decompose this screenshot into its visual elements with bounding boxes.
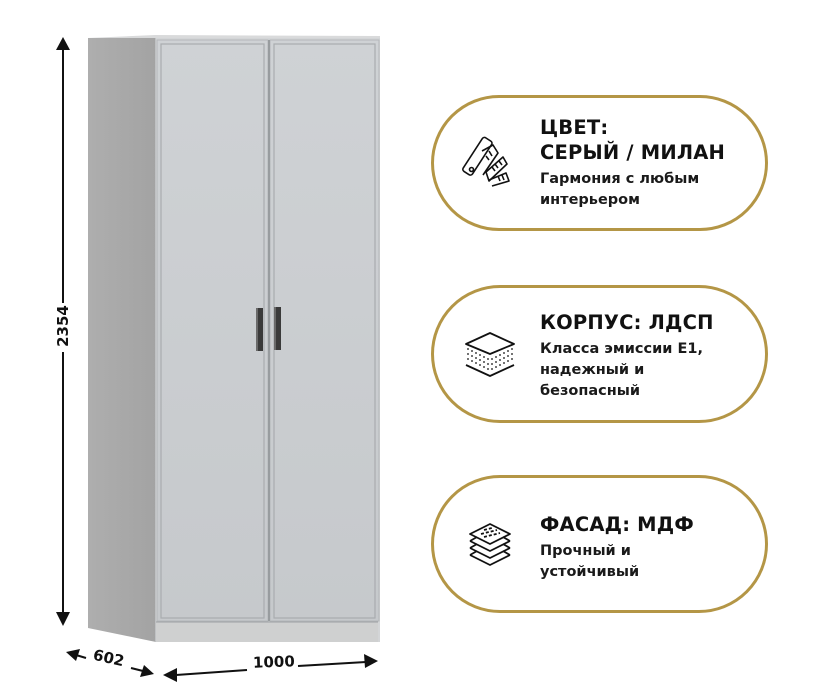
feature-desc-line: Класса эмиссии E1, (540, 341, 703, 357)
wardrobe-top-edge (88, 35, 380, 38)
right-door-handle (276, 307, 281, 350)
height-arrow (56, 37, 70, 626)
wardrobe-drawing (88, 35, 380, 642)
feature-desc: Класса эмиссии E1, надежный и безопасный (540, 339, 755, 402)
feature-desc: Гармония с любым интерьером (540, 169, 755, 211)
left-door-handle (258, 308, 263, 351)
bottom-dimensions (0, 630, 420, 700)
feature-desc-line: безопасный (540, 383, 641, 399)
left-door (156, 39, 269, 622)
feature-title-line: ЦВЕТ: (540, 116, 609, 139)
feature-card-body: КОРПУС: ЛДСП Класса эмиссии E1, надежный… (431, 285, 768, 423)
feature-card-facade: ФАСАД: МДФ Прочный и устойчивый (431, 475, 768, 613)
feature-desc-line: устойчивый (540, 564, 640, 580)
feature-desc-line: интерьером (540, 192, 640, 208)
stacked-sheets-icon (462, 516, 518, 572)
feature-title: КОРПУС: ЛДСП (540, 311, 714, 334)
wardrobe-illustration (88, 35, 380, 642)
feature-title-line: СЕРЫЙ / МИЛАН (540, 141, 726, 164)
bottom-arrows (66, 649, 378, 682)
feature-desc-line: надежный и (540, 362, 645, 378)
color-swatch-fan-icon (462, 131, 518, 187)
height-label: 2354 (54, 303, 72, 349)
feature-desc-line: Прочный и (540, 543, 631, 559)
wardrobe-plinth (155, 622, 378, 642)
feature-desc: Прочный и устойчивый (540, 541, 755, 583)
feature-desc-line: Гармония с любым (540, 171, 700, 187)
width-label: 1000 (252, 652, 296, 672)
feature-card-color: ЦВЕТ: СЕРЫЙ / МИЛАН Гармония с любым инт… (431, 95, 768, 231)
height-dimension (0, 0, 90, 700)
wardrobe-side-panel (88, 38, 156, 642)
feature-title: ФАСАД: МДФ (540, 513, 694, 536)
layered-board-icon (462, 326, 518, 382)
right-door (269, 39, 380, 622)
